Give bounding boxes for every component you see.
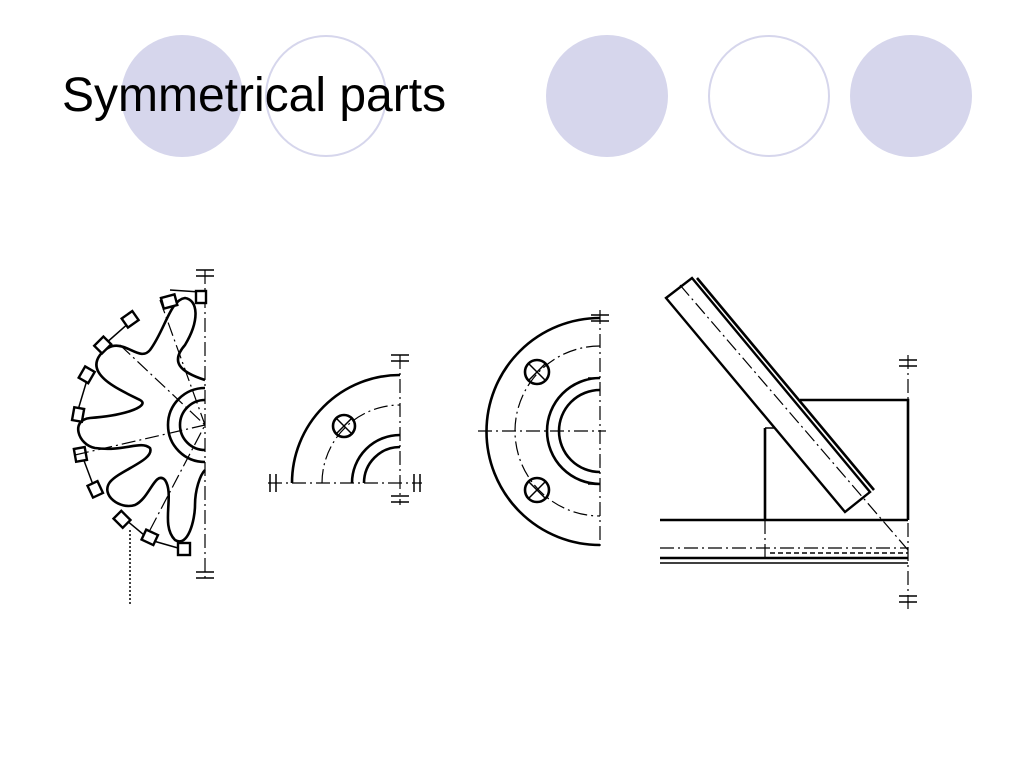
decorative-circle-4 <box>708 35 830 157</box>
decorative-circle-3 <box>546 35 668 157</box>
decorative-circle-1 <box>121 35 243 157</box>
spoked-wheel-half-view <box>70 269 214 605</box>
welded-bracket-half-view <box>660 276 917 610</box>
slide-title: Symmetrical parts <box>62 69 447 122</box>
quarter-flange-view <box>268 354 422 505</box>
decorative-circle-5 <box>850 35 972 157</box>
half-flange-view <box>478 310 609 550</box>
decorative-circle-2 <box>265 35 387 157</box>
